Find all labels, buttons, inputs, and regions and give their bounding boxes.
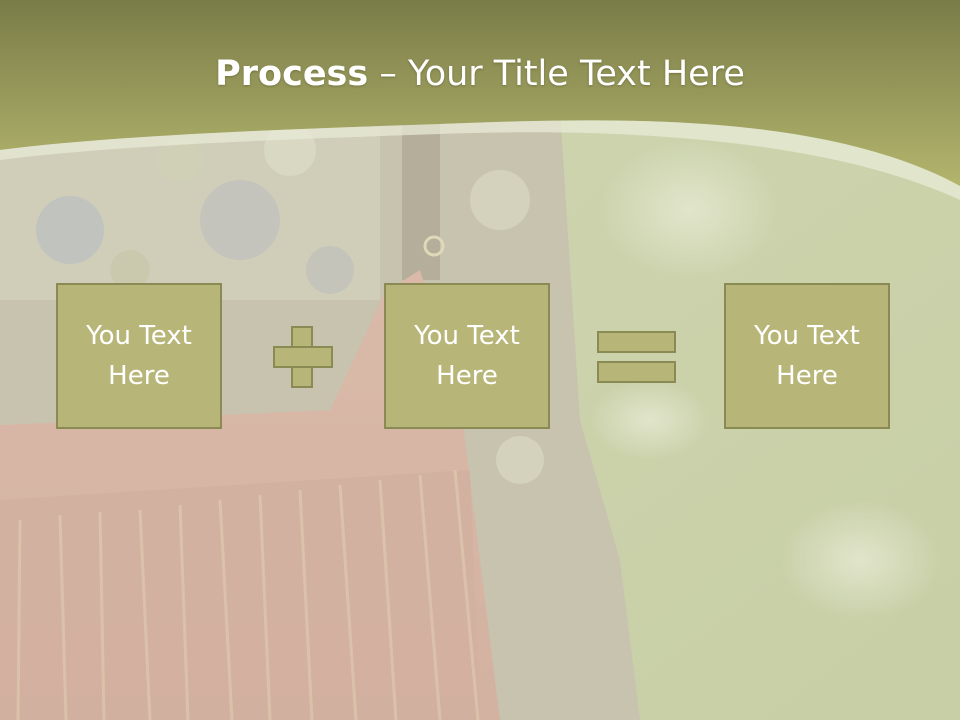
process-box-1-text: You Text Here [86,316,192,396]
header-band [0,0,960,200]
title-rest-part: – Your Title Text Here [368,54,745,94]
process-box-3-line-2: Here [776,361,838,391]
process-box-2[interactable]: You Text Here [384,283,550,429]
process-box-2-text: You Text Here [414,316,520,396]
slide-title: Process – Your Title Text Here [0,52,960,96]
process-box-3[interactable]: You Text Here [724,283,890,429]
process-box-1-line-2: Here [108,361,170,391]
plus-icon-center [293,348,311,366]
process-box-1-line-1: You Text [86,321,192,351]
equals-icon-top-bar [597,331,676,353]
process-box-2-line-1: You Text [414,321,520,351]
equals-icon-bottom-bar [597,361,676,383]
process-box-1[interactable]: You Text Here [56,283,222,429]
process-box-2-line-2: Here [436,361,498,391]
process-box-3-line-1: You Text [754,321,860,351]
process-box-3-text: You Text Here [754,316,860,396]
title-bold-part: Process [215,54,369,94]
